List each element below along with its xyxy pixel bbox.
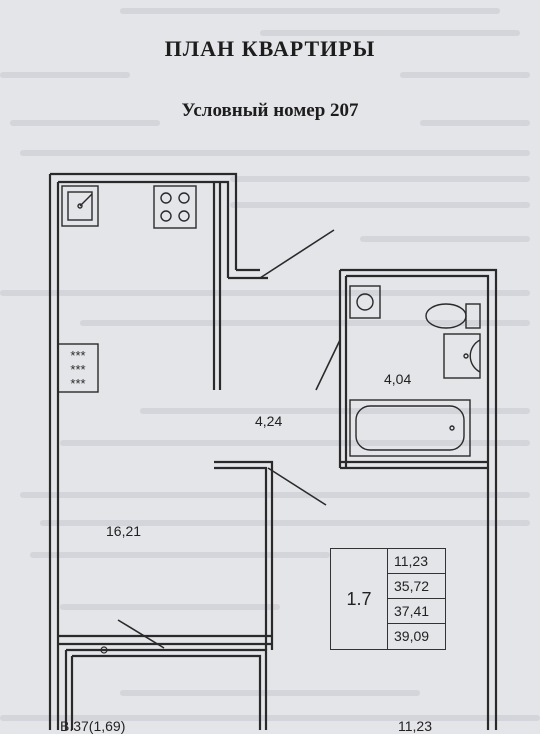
sink-icon <box>61 185 99 227</box>
wall-top <box>50 172 238 278</box>
door-entry <box>259 229 335 279</box>
apartment-code: 1.7 <box>346 588 372 609</box>
area-with-balcony-reduced: 37,41 <box>387 599 445 624</box>
washbasin-icon <box>443 333 481 379</box>
door-room <box>267 467 327 506</box>
bathtub-icon <box>349 399 471 457</box>
page-subtitle: Условный номер 207 <box>181 100 359 121</box>
room-area-hall: 4,24 <box>255 413 283 429</box>
area-living: 11,23 <box>387 549 445 574</box>
door-bathroom <box>315 339 341 391</box>
wall-kitchen-hall <box>212 182 222 390</box>
area-with-balcony: 39,09 <box>387 624 445 649</box>
washer-icon <box>349 285 381 319</box>
room-area-bathroom: 4,04 <box>384 371 412 387</box>
wall-kitchen-hall-lower <box>214 460 274 650</box>
wall-balcony <box>58 634 272 646</box>
toilet-icon <box>425 303 481 329</box>
wall-bathroom <box>340 268 498 730</box>
room-area-kitchen-living: 16,21 <box>106 523 142 539</box>
wall-bathroom-bottom <box>338 392 488 470</box>
balcony-frame <box>64 648 268 730</box>
svg-text:***: *** <box>70 348 85 363</box>
balcony-fixture <box>72 646 110 654</box>
room-area-balcony: B.37(1,69) <box>60 718 126 734</box>
svg-text:***: *** <box>70 362 85 377</box>
stove-icon <box>153 185 197 229</box>
door-balcony <box>117 619 165 649</box>
page-title: ПЛАН КВАРТИРЫ <box>164 36 376 61</box>
room-area-bottom-right: 11,23 <box>398 718 432 734</box>
wall-left <box>48 174 60 730</box>
area-summary-table: 1.7 11,23 35,72 37,41 39,09 <box>330 548 446 650</box>
svg-text:***: *** <box>70 376 85 391</box>
wall-bathroom-left <box>338 270 348 392</box>
area-total: 35,72 <box>387 574 445 599</box>
radiator-icon: *** *** *** <box>57 343 99 393</box>
